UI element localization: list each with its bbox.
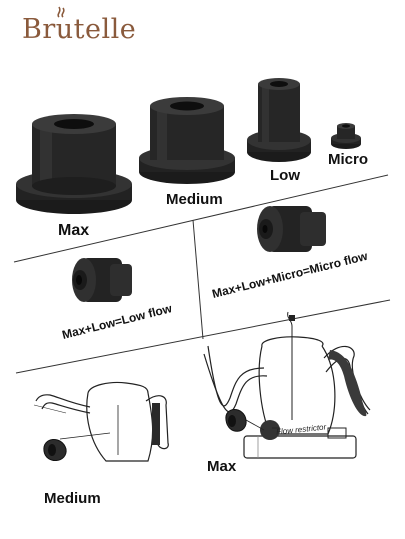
- kettle-max-illustration: [203, 311, 371, 459]
- max-low-combo-image: [72, 258, 132, 302]
- low-restrictor-image: [247, 78, 311, 162]
- kettle-max-label: Max: [207, 458, 237, 475]
- max-restrictor-image: [16, 114, 132, 214]
- max-label: Max: [58, 222, 90, 239]
- micro-restrictor-image: [331, 123, 361, 149]
- steam-icon: [57, 6, 65, 18]
- brand-logo: Brutelle: [22, 6, 137, 45]
- kettle-medium-illustration: [33, 381, 169, 462]
- micro-label: Micro: [328, 151, 369, 168]
- medium-label: Medium: [166, 191, 223, 208]
- medium-restrictor-image: [139, 97, 235, 184]
- brand-name: Brutelle: [22, 14, 137, 45]
- low-label: Low: [270, 167, 300, 184]
- max-low-micro-combo-image: [257, 206, 326, 252]
- kettle-medium-label: Medium: [44, 490, 101, 507]
